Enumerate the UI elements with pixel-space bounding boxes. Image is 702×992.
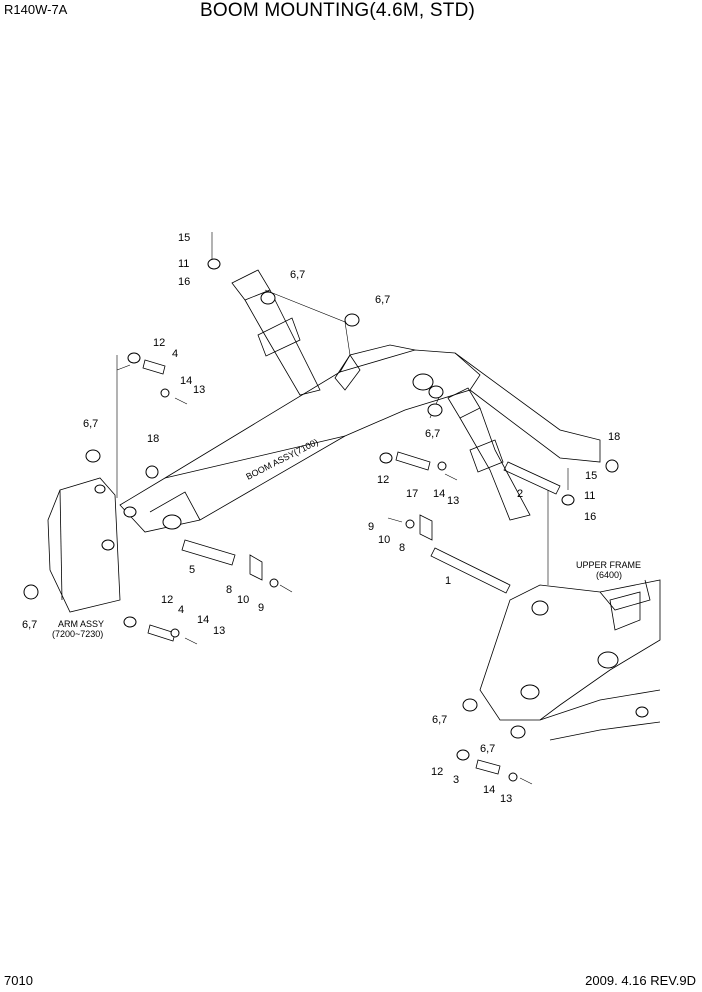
callout-16-top: 16 <box>178 276 190 288</box>
upper-frame-label: UPPER FRAME <box>576 560 641 570</box>
callout-6-7-g: 6,7 <box>480 743 495 755</box>
callout-9-b: 9 <box>258 602 264 614</box>
bushings <box>23 258 619 782</box>
callout-13-d: 13 <box>500 793 512 805</box>
page-title: BOOM MOUNTING(4.6M, STD) <box>200 0 476 21</box>
callout-6-7-f: 6,7 <box>432 714 447 726</box>
arm-assy-label: ARM ASSY <box>58 619 104 629</box>
arm-assembly <box>47 355 131 613</box>
page-number: 7010 <box>4 973 33 988</box>
callout-3: 3 <box>453 774 459 786</box>
callout-6-7-e: 6,7 <box>22 619 37 631</box>
callout-6-7-b: 6,7 <box>375 294 390 306</box>
callout-12-d: 12 <box>431 766 443 778</box>
callout-5: 5 <box>189 564 195 576</box>
callout-9-a: 9 <box>368 521 374 533</box>
model-label: R140W-7A <box>4 2 68 17</box>
arm-assy-ref: (7200~7230) <box>52 629 103 639</box>
callout-12-b: 12 <box>377 474 389 486</box>
boom-body <box>119 344 601 533</box>
callout-14-b: 14 <box>433 488 445 500</box>
boom-assy-label: BOOM ASSY(7100) <box>244 437 319 482</box>
callout-8-a: 8 <box>399 542 405 554</box>
callout-11-top: 11 <box>178 258 189 270</box>
callout-12-a: 12 <box>153 337 165 349</box>
revision-date: 2009. 4.16 REV.9D <box>585 973 696 988</box>
callout-17: 17 <box>406 488 418 500</box>
callout-11-b: 11 <box>584 490 595 502</box>
callout-12-c: 12 <box>161 594 173 606</box>
callout-18-a: 18 <box>147 433 159 445</box>
callout-4-b: 4 <box>178 604 184 616</box>
callout-10-a: 10 <box>378 534 390 546</box>
part-callouts: 15 11 16 6,7 6,7 12 4 14 13 6,7 18 18 6,… <box>22 232 620 805</box>
callout-14-d: 14 <box>483 784 495 796</box>
callout-2: 2 <box>517 488 523 500</box>
boom-cylinder-left <box>231 269 321 396</box>
callout-10-b: 10 <box>237 594 249 606</box>
callout-13-c: 13 <box>213 625 225 637</box>
callout-4-a: 4 <box>172 348 178 360</box>
callout-1: 1 <box>445 575 451 587</box>
upper-frame <box>479 490 661 741</box>
callout-13-a: 13 <box>193 384 205 396</box>
callout-6-7-d: 6,7 <box>425 428 440 440</box>
callout-6-7-a: 6,7 <box>290 269 305 281</box>
boom-cylinder-right <box>447 387 531 521</box>
callout-18-b: 18 <box>608 431 620 443</box>
callout-8-b: 8 <box>226 584 232 596</box>
callout-15-top: 15 <box>178 232 190 244</box>
callout-14-c: 14 <box>197 614 209 626</box>
callout-15-b: 15 <box>585 470 597 482</box>
upper-frame-ref: (6400) <box>596 570 622 580</box>
callout-6-7-c: 6,7 <box>83 418 98 430</box>
callout-16-b: 16 <box>584 511 596 523</box>
callout-14-a: 14 <box>180 375 192 387</box>
callout-13-b: 13 <box>447 495 459 507</box>
